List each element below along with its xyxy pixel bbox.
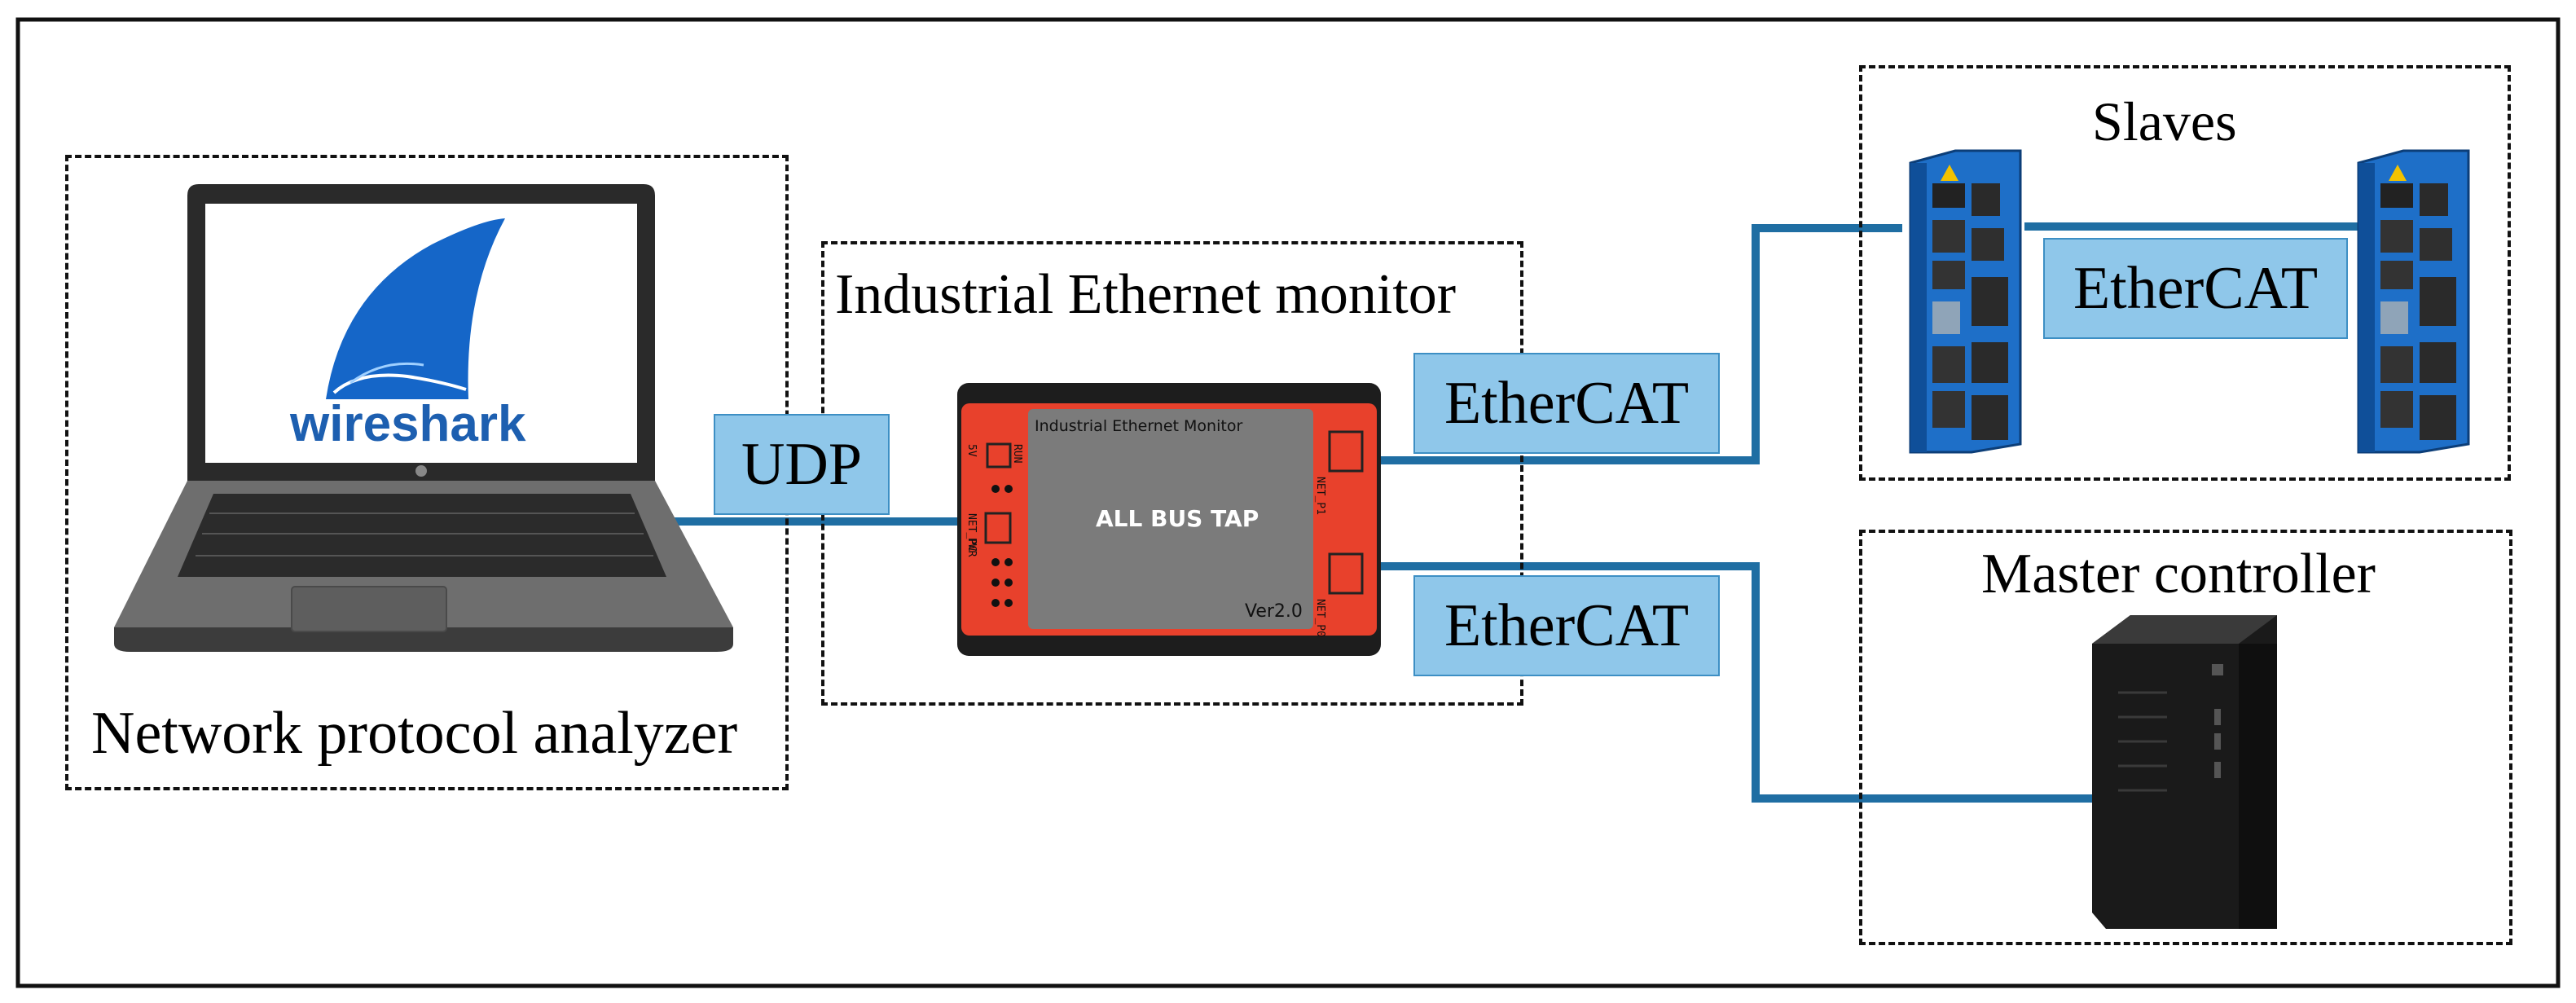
monitor-device-icon <box>957 383 1381 656</box>
port-label-5v: 5V <box>965 444 978 457</box>
ethercat-tag-top: EtherCAT <box>1413 353 1720 454</box>
ethercat-cable-top <box>1377 224 1902 464</box>
slaves-title: Slaves <box>2092 90 2237 152</box>
outer-frame <box>15 17 2561 988</box>
port-label-net-pc: NET_PC <box>965 513 978 552</box>
port-label-net-p1: NET_P1 <box>1314 477 1326 515</box>
device-brand: ALL BUS TAP <box>1096 505 1259 532</box>
ethercat-tag-slaves: EtherCAT <box>2043 238 2348 339</box>
slave-drive-1-icon <box>1909 149 2022 454</box>
port-label-run: RUN <box>1011 444 1023 464</box>
analyzer-title: Network protocol analyzer <box>91 700 738 767</box>
master-title: Master controller <box>1981 543 2376 605</box>
wireshark-fin-icon <box>326 218 505 399</box>
slaves-group <box>1859 65 2511 481</box>
analyzer-group <box>65 155 789 790</box>
master-pc-icon <box>2092 615 2277 929</box>
master-group <box>1859 530 2512 945</box>
device-name: Industrial Ethernet Monitor <box>1035 417 1243 435</box>
ethercat-cable-bottom <box>1377 562 2094 803</box>
cables <box>668 222 2358 803</box>
device-version: Ver2.0 <box>1245 601 1303 622</box>
slave-drive-2-icon <box>2357 149 2470 454</box>
port-label-net-p0: NET_P0 <box>1314 599 1326 637</box>
ethercat-tag-bottom: EtherCAT <box>1413 575 1720 676</box>
wireshark-logo-text: wireshark <box>290 396 526 452</box>
monitor-title: Industrial Ethernet monitor <box>835 263 1457 326</box>
udp-tag: UDP <box>714 414 890 515</box>
